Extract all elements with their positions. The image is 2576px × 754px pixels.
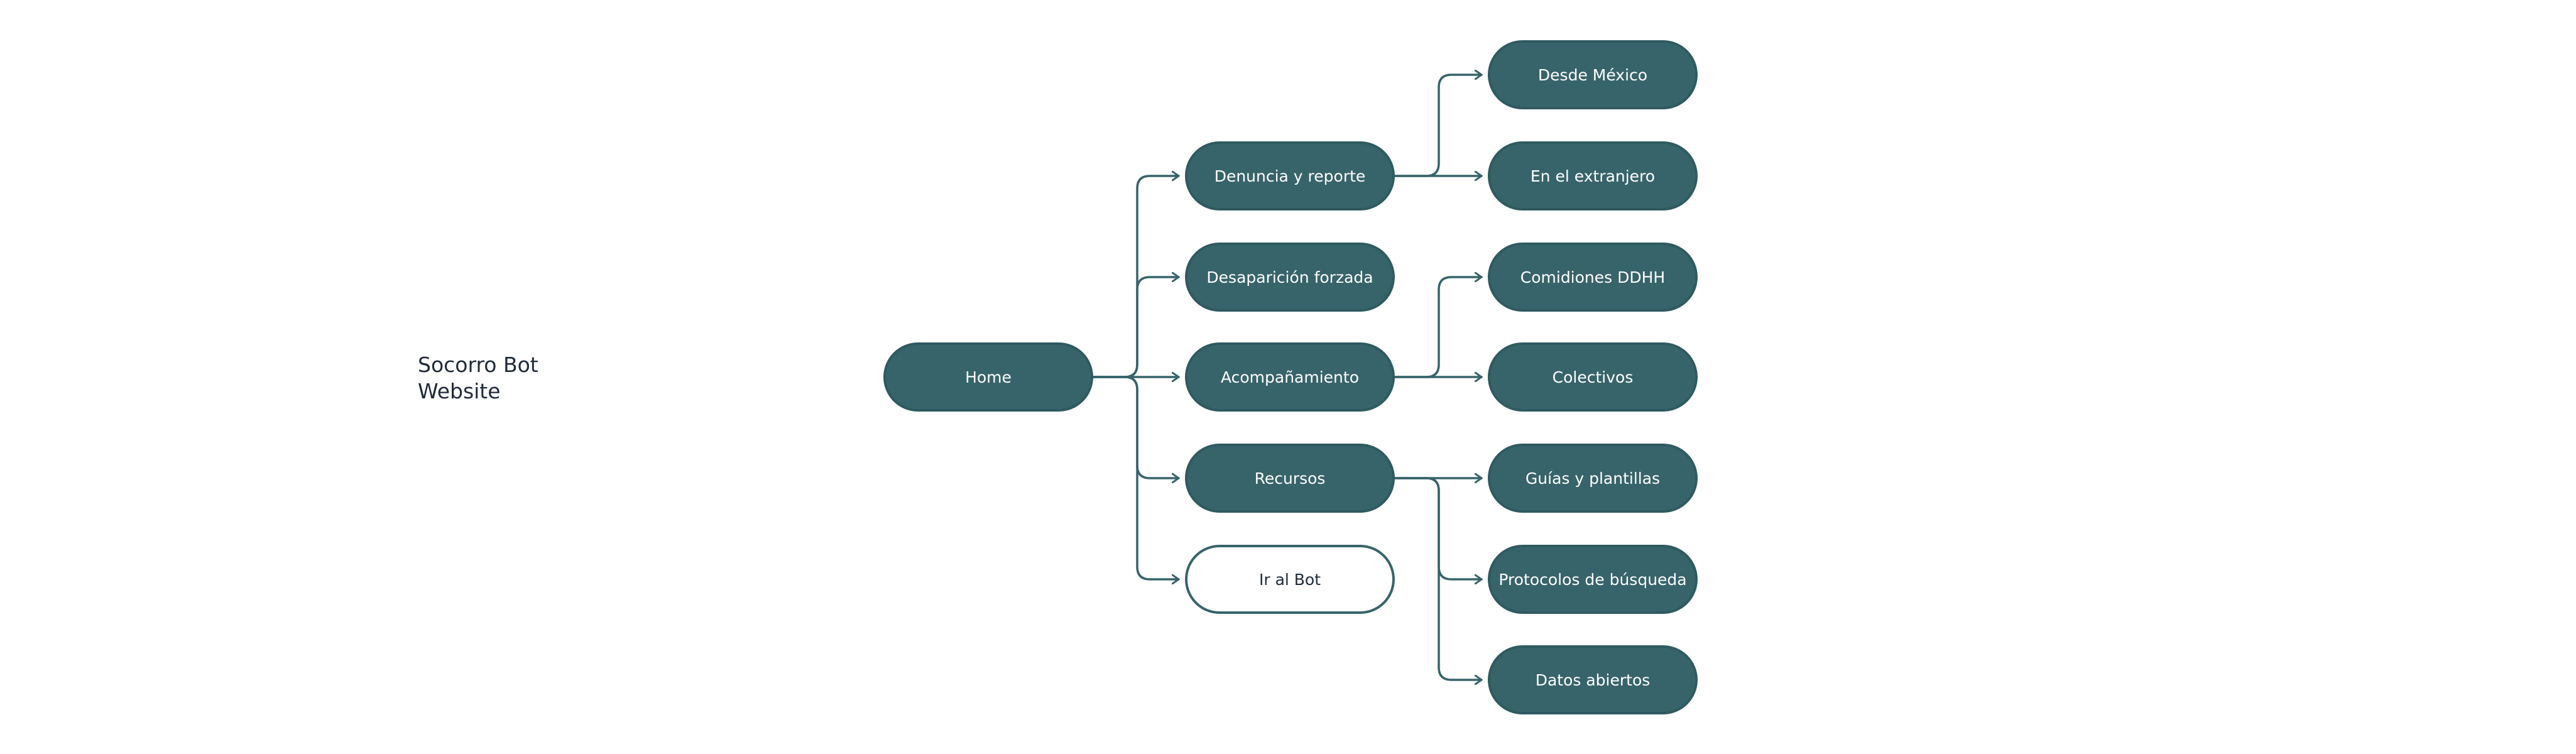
edge-home-desaparicion bbox=[1092, 277, 1180, 378]
node-desde-mexico[interactable]: Desde México bbox=[1488, 40, 1698, 109]
node-colectivos[interactable]: Colectivos bbox=[1488, 342, 1698, 412]
node-label: Protocolos de búsqueda bbox=[1498, 570, 1687, 589]
node-datos-abiertos[interactable]: Datos abiertos bbox=[1488, 645, 1698, 714]
node-home[interactable]: Home bbox=[883, 342, 1093, 412]
node-label: Colectivos bbox=[1552, 368, 1634, 386]
edge-home-recursos bbox=[1092, 376, 1180, 478]
title-line-2: Website bbox=[418, 379, 501, 403]
node-home-label: Home bbox=[965, 368, 1012, 386]
diagram-title: Socorro Bot Website bbox=[418, 352, 538, 405]
node-label: Acompañamiento bbox=[1220, 368, 1360, 386]
node-ir-al-bot[interactable]: Ir al Bot bbox=[1185, 545, 1395, 614]
node-denuncia-y-reporte[interactable]: Denuncia y reporte bbox=[1185, 141, 1395, 210]
node-label: Comidiones DDHH bbox=[1520, 268, 1666, 287]
node-label: Recursos bbox=[1254, 469, 1326, 488]
node-desaparicion-forzada[interactable]: Desaparición forzada bbox=[1185, 243, 1395, 312]
node-guias-y-plantillas[interactable]: Guías y plantillas bbox=[1488, 444, 1698, 513]
node-label: Desde México bbox=[1537, 65, 1648, 84]
node-en-el-extranjero[interactable]: En el extranjero bbox=[1488, 141, 1698, 210]
node-label: Guías y plantillas bbox=[1525, 469, 1661, 488]
node-label: Datos abiertos bbox=[1535, 670, 1651, 689]
edge-denuncia-mexico bbox=[1394, 75, 1483, 177]
node-comidiones-ddhh[interactable]: Comidiones DDHH bbox=[1488, 243, 1698, 312]
node-protocolos-de-busqueda[interactable]: Protocolos de búsqueda bbox=[1488, 545, 1698, 614]
node-label: Ir al Bot bbox=[1258, 570, 1321, 589]
node-label: Denuncia y reporte bbox=[1214, 167, 1366, 185]
node-acompanamiento[interactable]: Acompañamiento bbox=[1185, 342, 1395, 412]
edge-recursos-datos bbox=[1394, 477, 1483, 680]
node-recursos[interactable]: Recursos bbox=[1185, 444, 1395, 513]
edge-acompanamiento-ddhh bbox=[1394, 277, 1483, 378]
node-label: Desaparición forzada bbox=[1206, 268, 1373, 287]
node-label: En el extranjero bbox=[1530, 167, 1656, 185]
title-line-1: Socorro Bot bbox=[418, 352, 538, 377]
edge-home-irbot bbox=[1092, 376, 1180, 579]
